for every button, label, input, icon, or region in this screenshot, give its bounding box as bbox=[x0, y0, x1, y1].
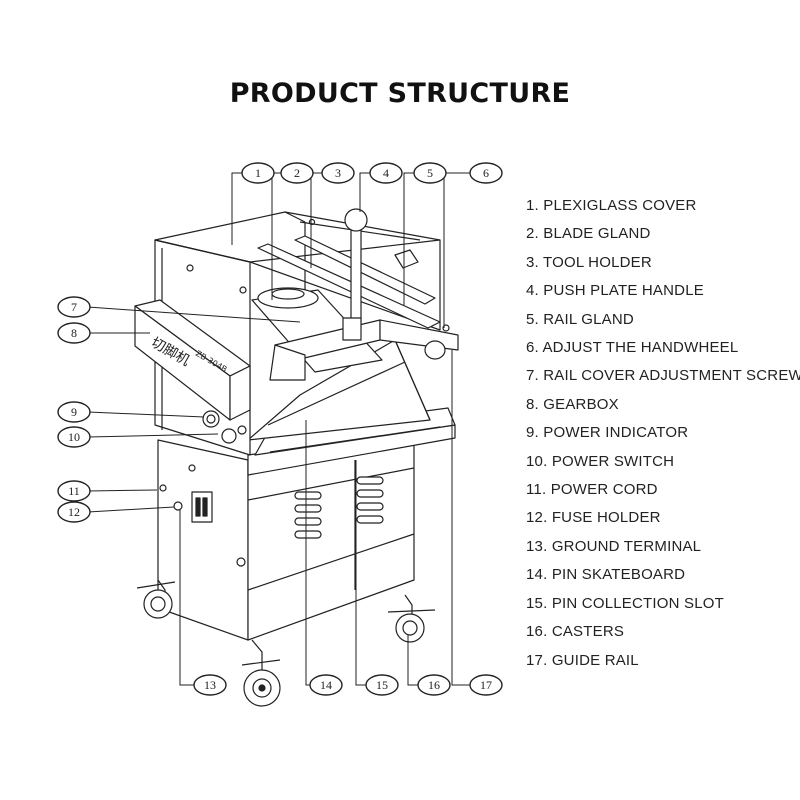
legend-item: 16. CASTERS bbox=[526, 623, 625, 641]
svg-text:14: 14 bbox=[320, 678, 332, 692]
legend-item: 17. GUIDE RAIL bbox=[526, 651, 639, 669]
svg-text:4: 4 bbox=[383, 166, 389, 180]
callout-4: 4 bbox=[369, 162, 403, 184]
callout-5: 5 bbox=[413, 162, 447, 184]
callout-1: 1 bbox=[241, 162, 275, 184]
svg-text:5: 5 bbox=[427, 166, 433, 180]
svg-text:6: 6 bbox=[483, 166, 489, 180]
callout-6: 6 bbox=[469, 162, 503, 184]
legend-item: 14. PIN SKATEBOARD bbox=[526, 566, 686, 584]
svg-text:16: 16 bbox=[428, 678, 440, 692]
callout-3: 3 bbox=[321, 162, 355, 184]
svg-text:1: 1 bbox=[255, 166, 261, 180]
casters bbox=[136, 579, 436, 707]
controls bbox=[202, 410, 247, 444]
svg-text:10: 10 bbox=[68, 430, 80, 444]
svg-text:3: 3 bbox=[335, 166, 341, 180]
svg-text:7: 7 bbox=[71, 300, 77, 314]
side-socket bbox=[159, 484, 213, 523]
legend-item: 7. RAIL COVER ADJUSTMENT SCREW bbox=[526, 367, 800, 385]
svg-text:17: 17 bbox=[480, 678, 492, 692]
legend-item: 15. PIN COLLECTION SLOT bbox=[526, 594, 724, 612]
callout-14: 14 bbox=[309, 674, 343, 696]
legend-item: 9. POWER INDICATOR bbox=[526, 424, 689, 442]
parts-legend: 1. PLEXIGLASS COVER 2. BLADE GLAND 3. TO… bbox=[526, 192, 800, 675]
callout-9: 9 bbox=[57, 401, 91, 423]
callout-12: 12 bbox=[57, 501, 91, 523]
callout-16: 16 bbox=[417, 674, 451, 696]
callout-2: 2 bbox=[280, 162, 314, 184]
legend-item: 4. PUSH PLATE HANDLE bbox=[526, 282, 704, 300]
push-plate-handle bbox=[342, 208, 368, 341]
svg-text:9: 9 bbox=[71, 405, 77, 419]
legend-item: 12. FUSE HOLDER bbox=[526, 509, 661, 527]
legend-item: 8. GEARBOX bbox=[526, 395, 619, 413]
page-title: PRODUCT STRUCTURE bbox=[229, 78, 571, 109]
callout-11: 11 bbox=[57, 480, 91, 502]
legend-item: 1. PLEXIGLASS COVER bbox=[526, 197, 697, 214]
svg-text:15: 15 bbox=[376, 678, 388, 692]
callout-17: 17 bbox=[469, 674, 503, 696]
legend-item: 10. POWER SWITCH bbox=[526, 452, 675, 470]
vent-slots bbox=[294, 476, 384, 539]
callout-7: 7 bbox=[57, 296, 91, 318]
gearbox bbox=[134, 299, 251, 421]
callout-15: 15 bbox=[365, 674, 399, 696]
legend-item: 11. POWER CORD bbox=[526, 481, 658, 499]
svg-text:12: 12 bbox=[68, 505, 80, 519]
legend-item: 3. TOOL HOLDER bbox=[526, 253, 652, 271]
legend-item: 6. ADJUST THE HANDWHEEL bbox=[526, 339, 739, 357]
callout-13: 13 bbox=[193, 674, 227, 696]
svg-text:11: 11 bbox=[68, 484, 80, 498]
callout-bubbles: 1 2 3 4 5 6 7 8 9 10 11 12 13 14 15 16 1… bbox=[57, 162, 503, 696]
svg-text:8: 8 bbox=[71, 326, 77, 340]
callout-8: 8 bbox=[57, 322, 91, 344]
legend-item: 5. RAIL GLAND bbox=[526, 310, 634, 328]
svg-text:2: 2 bbox=[294, 166, 300, 180]
legend-item: 13. GROUND TERMINAL bbox=[526, 537, 702, 555]
svg-text:13: 13 bbox=[204, 678, 216, 692]
guide-rails bbox=[257, 235, 441, 329]
callout-10: 10 bbox=[57, 426, 91, 448]
legend-item: 2. BLADE GLAND bbox=[526, 225, 651, 243]
